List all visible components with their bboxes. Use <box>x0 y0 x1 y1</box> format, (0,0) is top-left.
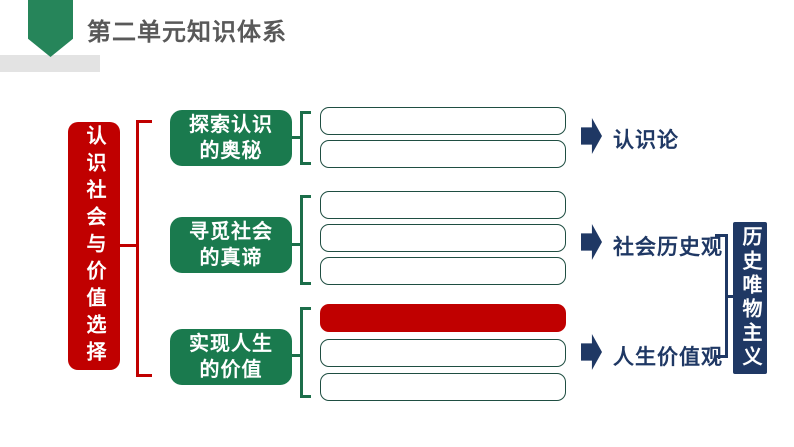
root-bracket-tick-top <box>136 120 152 123</box>
branch2-bracket-tick-bottom <box>300 282 311 285</box>
root-topic-label: 认识社会与价值选择 <box>83 124 105 368</box>
branch-label-line2: 的价值 <box>199 359 263 381</box>
arrow-right-icon <box>581 118 602 154</box>
right-bracket-tick-bottom <box>715 355 728 358</box>
branch-box-society: 寻觅社会 的真谛 <box>170 217 292 273</box>
root-bracket-tick-bottom <box>136 374 152 377</box>
branch-label-line2: 的奥秘 <box>199 140 263 162</box>
blank-item-box <box>320 191 566 219</box>
blank-item-box <box>320 107 566 135</box>
blank-item-box <box>320 257 566 285</box>
branch1-bracket-tick-top <box>300 111 311 114</box>
blank-item-box <box>320 339 566 367</box>
right-panel-box: 历史唯物主义 <box>733 222 767 374</box>
branch-box-epistemology: 探索认识 的奥秘 <box>170 110 292 166</box>
branch2-bracket-spine <box>300 195 303 284</box>
blank-item-box <box>320 140 566 168</box>
header-pentagon-icon <box>28 0 73 57</box>
branch2-bracket-connector <box>292 243 302 246</box>
category-label-epistemology: 认识论 <box>613 129 679 152</box>
right-panel-label: 历史唯物主义 <box>739 226 761 370</box>
root-topic-box: 认识社会与价值选择 <box>68 122 120 370</box>
highlighted-item-box <box>320 304 566 332</box>
category-label-social-history: 社会历史观 <box>613 236 723 259</box>
root-bracket-spine <box>136 120 139 377</box>
header-accent-bar <box>0 55 100 72</box>
blank-item-box <box>320 373 566 401</box>
branch2-bracket-tick-top <box>300 195 311 198</box>
branch1-bracket-tick-bottom <box>300 162 311 165</box>
page-title: 第二单元知识体系 <box>87 19 287 46</box>
arrow-right-icon <box>581 224 602 260</box>
branch-label-line1: 探索认识 <box>189 114 273 136</box>
branch-label-line1: 实现人生 <box>189 333 273 355</box>
branch3-bracket-tick-top <box>300 307 311 310</box>
arrow-right-icon <box>581 334 602 370</box>
blank-item-box <box>320 224 566 252</box>
branch3-bracket-tick-bottom <box>300 395 311 398</box>
branch-label-line1: 寻觅社会 <box>189 221 273 243</box>
branch-box-life-value: 实现人生 的价值 <box>170 329 292 385</box>
branch3-bracket-spine <box>300 307 303 397</box>
right-bracket-tick-top <box>715 234 728 237</box>
branch1-bracket-connector <box>292 136 302 139</box>
category-label-life-value: 人生价值观 <box>613 346 723 369</box>
branch1-bracket-spine <box>300 111 303 165</box>
root-bracket-connector <box>120 244 138 247</box>
branch3-bracket-connector <box>292 354 302 357</box>
right-bracket-connector <box>725 295 735 298</box>
branch-label-line2: 的真谛 <box>199 247 263 269</box>
